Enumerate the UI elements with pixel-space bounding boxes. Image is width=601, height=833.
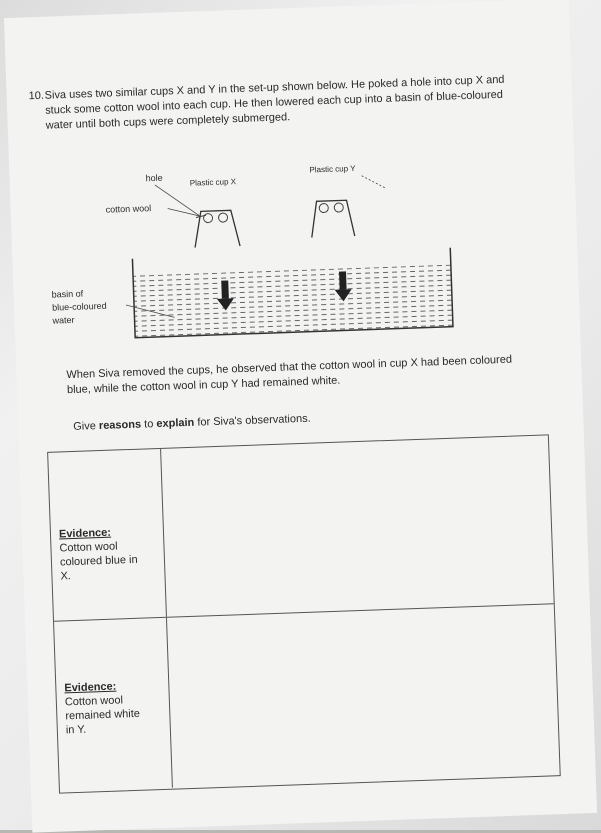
cup-y: [311, 199, 356, 238]
label-cup-y: Plastic cup Y: [309, 163, 356, 175]
basin-outline: [131, 247, 454, 339]
evidence-y: Evidence: Cotton wool remained white in …: [64, 680, 141, 737]
arrow-x-shaft: [221, 280, 229, 299]
label-basin: basin of blue-coloured water: [51, 288, 107, 326]
basin-water: [133, 264, 453, 338]
cotton-wool-y1: [318, 203, 329, 214]
table-row: Evidence: Cotton wool coloured blue in X…: [48, 435, 554, 622]
experiment-diagram: [125, 175, 454, 339]
hole-leader: [154, 184, 200, 216]
arrow-y-shaft: [339, 271, 347, 290]
basin-leader: [125, 304, 175, 318]
cotton-wool-x1: [203, 213, 214, 224]
cup-y-leader: [361, 175, 386, 189]
cotton-leader: [167, 208, 202, 217]
answer-box-x[interactable]: [161, 435, 553, 616]
cotton-wool-x2: [218, 212, 229, 223]
answer-box-y[interactable]: [167, 604, 559, 787]
arrow-y-head: [334, 289, 352, 302]
worksheet-page: 10. Siva uses two similar cups X and Y i…: [3, 0, 598, 833]
label-cup-x: Plastic cup X: [189, 177, 237, 188]
evidence-cell: Evidence: Cotton wool remained white in …: [54, 617, 173, 792]
label-hole: hole: [145, 172, 163, 184]
label-cotton-wool: cotton wool: [105, 203, 152, 215]
table-row: Evidence: Cotton wool remained white in …: [54, 604, 560, 792]
cotton-wool-y2: [333, 202, 344, 213]
answer-table: Evidence: Cotton wool coloured blue in X…: [47, 434, 561, 794]
arrow-x-head: [216, 298, 234, 311]
cup-x: [194, 209, 241, 248]
evidence-x: Evidence: Cotton wool coloured blue in X…: [58, 526, 138, 583]
evidence-cell: Evidence: Cotton wool coloured blue in X…: [48, 448, 167, 621]
